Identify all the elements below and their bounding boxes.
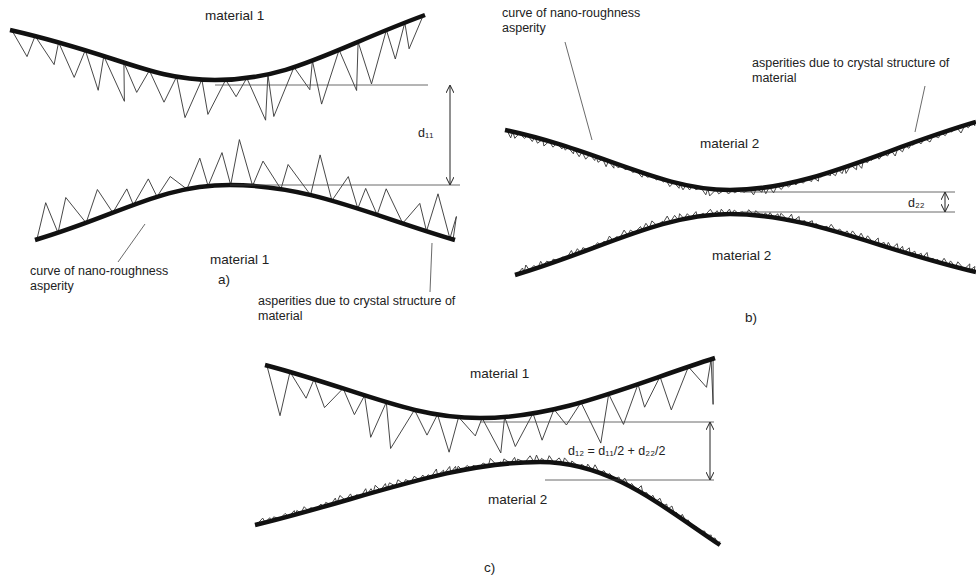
- dimension-arrow: [945, 193, 946, 211]
- label: material 1: [210, 252, 269, 267]
- label: material 1: [205, 8, 264, 23]
- label: material 1: [470, 366, 529, 381]
- reference-line: [215, 85, 428, 86]
- material-2-curve: [515, 214, 976, 275]
- label: d₁₂ = d₁₁/2 + d₂₂/2: [568, 444, 665, 459]
- material-1-curve: [10, 15, 425, 80]
- reference-line: [545, 480, 714, 481]
- leader-line: [915, 86, 925, 132]
- crystal-asperities: [267, 359, 713, 453]
- dimension-arrow: [710, 423, 711, 479]
- crystal-asperities: [12, 16, 423, 121]
- reference-line: [740, 212, 955, 213]
- label: curve of nano-roughness asperity: [30, 264, 205, 294]
- material-2-curve: [505, 122, 976, 190]
- label: asperities due to crystal structure of m…: [752, 56, 972, 86]
- crystal-asperities: [517, 209, 975, 274]
- dimension-arrow: [450, 86, 451, 184]
- label: d₂₂: [908, 196, 925, 211]
- material-2-curve: [255, 462, 720, 545]
- crystal-asperities: [507, 123, 975, 196]
- material-1-curve: [35, 185, 455, 240]
- label: b): [745, 310, 757, 325]
- crystal-asperities: [37, 140, 457, 240]
- label: d₁₁: [418, 126, 433, 141]
- label: material 2: [488, 492, 547, 507]
- reference-line: [480, 422, 714, 423]
- label: a): [218, 272, 230, 287]
- leader-line: [430, 243, 432, 292]
- label: material 2: [700, 136, 759, 151]
- label: c): [484, 560, 495, 575]
- label: material 2: [712, 248, 771, 263]
- material-1-curve: [265, 358, 715, 418]
- leader-line: [565, 42, 592, 140]
- reference-line: [740, 192, 955, 193]
- label: curve of nano-roughness asperity: [502, 6, 677, 36]
- label: asperities due to crystal structure of m…: [258, 294, 473, 324]
- leader-line: [118, 224, 145, 262]
- reference-line: [230, 185, 460, 186]
